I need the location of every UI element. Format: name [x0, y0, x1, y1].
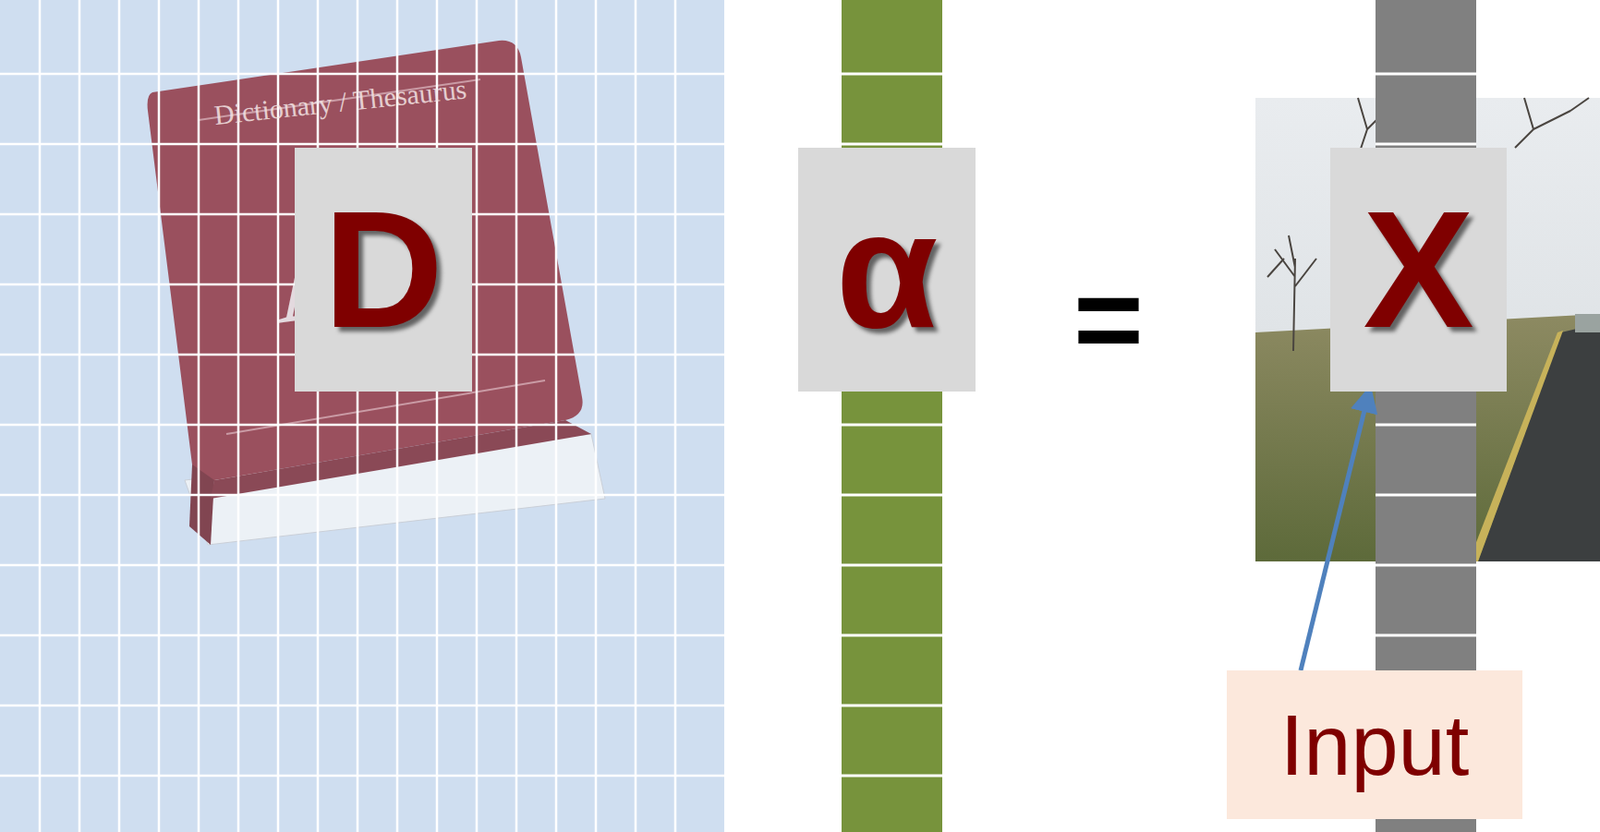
input-vector-box: X	[1330, 147, 1507, 392]
coefficient-column	[841, 0, 943, 832]
dictionary-panel	[0, 0, 725, 832]
pointer-arrow	[1300, 391, 1370, 671]
node-text: D	[323, 186, 444, 353]
node-text: X	[1362, 186, 1474, 353]
node-text: Input	[1280, 703, 1470, 788]
input-label-box: Input	[1226, 670, 1523, 820]
book-illustration: A	[147, 40, 606, 546]
coefficient-box: α	[798, 147, 976, 392]
node-text: α	[836, 186, 939, 353]
book-title: Dictionary / Thesaurus	[212, 72, 468, 131]
equals-sign: =	[1073, 258, 1144, 379]
grid-lines	[0, 0, 725, 832]
dictionary-box: D	[294, 147, 473, 392]
